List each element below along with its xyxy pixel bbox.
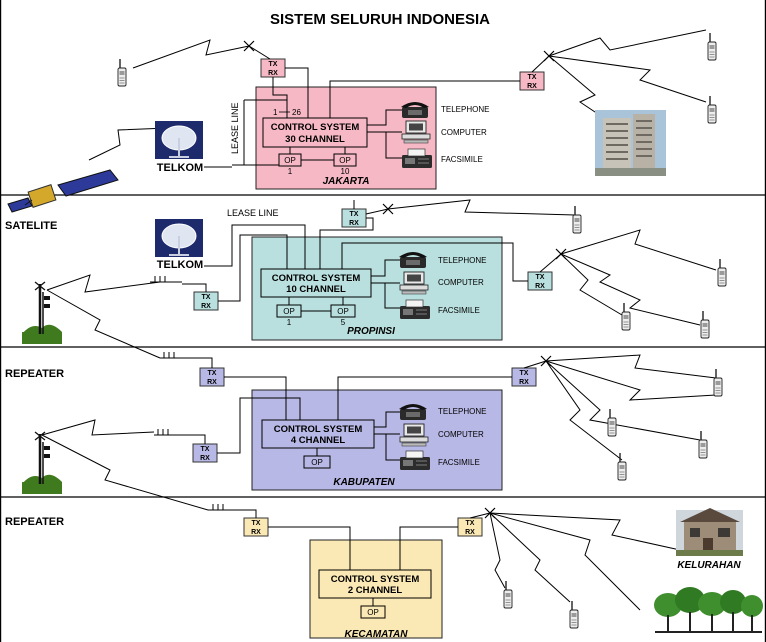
radio-icon <box>572 205 582 234</box>
kabupaten-panel <box>251 389 503 491</box>
svg-text:RX: RX <box>349 220 359 227</box>
svg-text:OP: OP <box>337 307 349 316</box>
svg-text:TX: TX <box>466 520 475 527</box>
kecamatan-label: KECAMATAN <box>345 629 409 640</box>
kelurahan-label: KELURAHAN <box>677 560 741 571</box>
svg-text:OP: OP <box>311 458 323 467</box>
kecamatan-cs-line2: 2 CHANNEL <box>348 585 403 596</box>
svg-text:FACSIMILE: FACSIMILE <box>438 306 480 315</box>
svg-text:TX: TX <box>520 370 529 377</box>
radio-icon <box>569 600 579 629</box>
satellite-icon <box>7 169 119 213</box>
radio-icon <box>713 368 723 397</box>
svg-text:RX: RX <box>527 83 537 90</box>
jakarta-ch-end: 26 <box>292 108 301 117</box>
svg-text:RX: RX <box>519 379 529 386</box>
kecamatan-control-system <box>318 569 432 599</box>
section-kabupaten: CONTROL SYSTEM 4 CHANNEL OP TELEPHONE CO… <box>41 289 723 491</box>
svg-text:OP: OP <box>283 307 295 316</box>
svg-text:FACSIMILE: FACSIMILE <box>441 155 483 164</box>
svg-text:OP: OP <box>367 608 379 617</box>
building-image <box>595 110 666 176</box>
jakarta-ch-start: 1 <box>273 108 278 117</box>
svg-text:TX: TX <box>269 61 278 68</box>
propinsi-lease-line-label: LEASE LINE <box>227 208 279 218</box>
svg-text:RX: RX <box>201 303 211 310</box>
radio-icon <box>698 430 708 459</box>
svg-text:1: 1 <box>288 167 293 176</box>
satelite-label: SATELITE <box>5 220 57 232</box>
svg-text:RX: RX <box>200 455 210 462</box>
svg-text:TX: TX <box>208 370 217 377</box>
jakarta-label: JAKARTA <box>323 176 370 187</box>
svg-text:OP: OP <box>339 156 351 165</box>
repeater-tower-icon <box>20 280 64 346</box>
kabupaten-cs-line2: 4 CHANNEL <box>291 435 346 446</box>
house-image <box>676 508 743 556</box>
radio-icon <box>617 452 627 481</box>
kecamatan-cs-line1: CONTROL SYSTEM <box>331 574 420 585</box>
svg-text:TELEPHONE: TELEPHONE <box>438 407 486 416</box>
section-jakarta: CONTROL SYSTEM 30 CHANNEL 1 26 OP 1 OP 1… <box>88 29 717 190</box>
repeater-label-1: REPEATER <box>5 368 64 380</box>
propinsi-cs-line2: 10 CHANNEL <box>286 284 346 295</box>
telkom-label-1: TELKOM <box>157 162 203 174</box>
kabupaten-cs-line1: CONTROL SYSTEM <box>274 424 363 435</box>
section-propinsi: CONTROL SYSTEM 10 CHANNEL OP 1 OP 5 TELE… <box>46 199 727 341</box>
kabupaten-label: KABUPATEN <box>333 477 395 488</box>
telkom-dish-icon <box>154 120 204 160</box>
svg-text:FACSIMILE: FACSIMILE <box>438 458 480 467</box>
radio-icon <box>117 58 127 87</box>
svg-text:TX: TX <box>252 520 261 527</box>
telkom-label-2: TELKOM <box>157 259 203 271</box>
radio-icon <box>621 302 631 331</box>
svg-text:RX: RX <box>465 529 475 536</box>
kecamatan-panel <box>309 539 443 639</box>
radio-icon <box>707 95 717 124</box>
svg-text:RX: RX <box>207 379 217 386</box>
svg-text:TX: TX <box>536 274 545 281</box>
svg-text:COMPUTER: COMPUTER <box>438 278 484 287</box>
propinsi-cs-line1: CONTROL SYSTEM <box>272 273 361 284</box>
radio-icon <box>700 310 710 339</box>
jakarta-cs-line2: 30 CHANNEL <box>285 134 345 145</box>
svg-text:RX: RX <box>251 529 261 536</box>
radio-icon <box>503 580 513 609</box>
telkom-dish-icon <box>154 218 204 258</box>
radio-icon <box>707 32 717 61</box>
svg-text:10: 10 <box>341 167 350 176</box>
svg-text:TELEPHONE: TELEPHONE <box>441 105 489 114</box>
svg-text:COMPUTER: COMPUTER <box>438 430 484 439</box>
svg-text:5: 5 <box>341 318 346 327</box>
propinsi-label: PROPINSI <box>347 326 395 337</box>
svg-text:TX: TX <box>350 211 359 218</box>
jakarta-cs-line1: CONTROL SYSTEM <box>271 122 360 133</box>
repeater-tower-icon <box>20 430 64 496</box>
svg-text:TX: TX <box>528 74 537 81</box>
svg-text:OP: OP <box>284 156 296 165</box>
radio-icon <box>607 408 617 437</box>
svg-text:TX: TX <box>202 294 211 301</box>
section-kecamatan: CONTROL SYSTEM 2 CHANNEL OP KECAMATAN TX… <box>41 434 763 640</box>
radio-icon <box>717 258 727 287</box>
propinsi-panel <box>251 236 503 341</box>
svg-text:RX: RX <box>268 70 278 77</box>
jakarta-lease-line-label: LEASE LINE <box>230 102 240 154</box>
diagram-title: SISTEM SELURUH INDONESIA <box>270 11 490 28</box>
svg-text:TELEPHONE: TELEPHONE <box>438 256 486 265</box>
repeater-label-2: REPEATER <box>5 516 64 528</box>
svg-text:RX: RX <box>535 283 545 290</box>
trees-icon <box>654 587 763 633</box>
svg-text:COMPUTER: COMPUTER <box>441 128 487 137</box>
svg-text:1: 1 <box>287 318 292 327</box>
svg-text:TX: TX <box>201 446 210 453</box>
